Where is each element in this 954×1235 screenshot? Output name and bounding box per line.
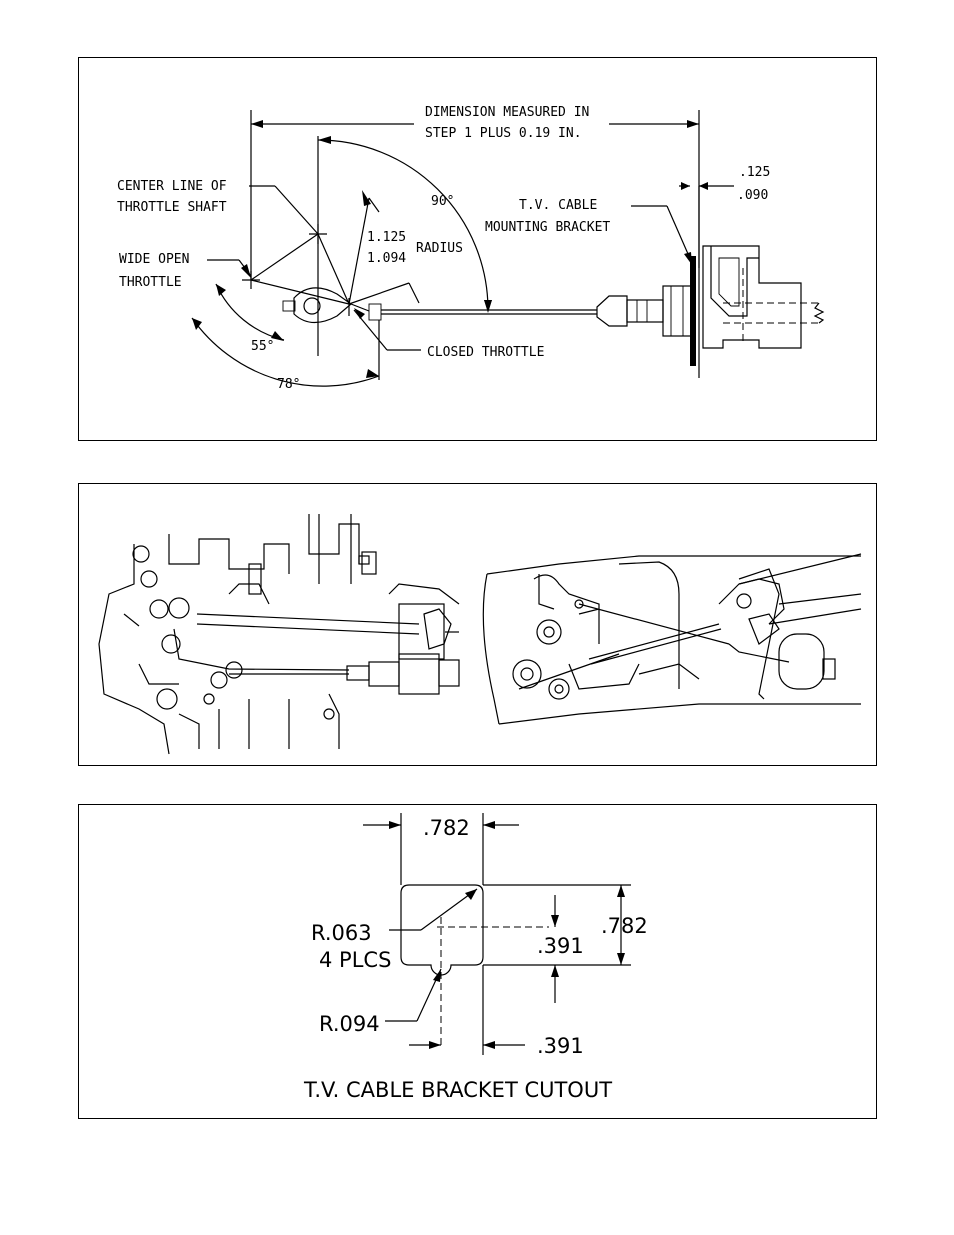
carburetor-illustrations (98, 514, 862, 755)
gap-lower-label: .090 (737, 188, 768, 203)
cutout-outline (400, 884, 484, 976)
cutout-caption: T.V. CABLE BRACKET CUTOUT (303, 1078, 612, 1102)
bracket-label-1: T.V. CABLE (519, 198, 597, 213)
arc-90 (317, 139, 489, 309)
throttle-lever (293, 287, 352, 324)
center-line-label-1: CENTER LINE OF (117, 179, 227, 194)
half-width-label: .391 (537, 1034, 584, 1058)
bracket-cutout-panel: .782 .782 .391 R.063 4 PLCS R.094 .391 T… (78, 804, 877, 1119)
radius-word-label: RADIUS (416, 241, 463, 256)
arc-55 (215, 283, 285, 341)
corner-radius-label: R.063 (311, 921, 372, 945)
angle-78-label: 78° (277, 377, 300, 392)
radius-lower-label: 1.094 (367, 251, 406, 266)
closed-throttle-label: CLOSED THROTTLE (427, 345, 544, 360)
bracket-body (702, 245, 802, 349)
arc-78 (191, 317, 380, 387)
wide-open-label-2: THROTTLE (119, 275, 182, 290)
throttle-shaft-hub (303, 297, 321, 315)
center-line-label-2: THROTTLE SHAFT (117, 200, 227, 215)
dimension-label-2: STEP 1 PLUS 0.19 IN. (425, 126, 582, 141)
carburetor-left-illustration (98, 514, 460, 755)
corner-count-label: 4 PLCS (319, 948, 391, 972)
gap-upper-label: .125 (739, 165, 770, 180)
width-top-label: .782 (423, 816, 470, 840)
throttle-geometry-panel: DIMENSION MEASURED IN STEP 1 PLUS 0.19 I… (78, 57, 877, 441)
half-height-label: .391 (537, 934, 584, 958)
center-line-leader-b (274, 185, 319, 235)
carburetor-illustrations-panel (78, 483, 877, 766)
mounting-bracket-plate (690, 256, 696, 366)
angle-90-label: 90° (431, 194, 454, 209)
height-right-label: .782 (601, 914, 648, 938)
angle-55-label: 55° (251, 339, 274, 354)
radius-upper-label: 1.125 (367, 230, 406, 245)
bracket-cutout-diagram: .782 .782 .391 R.063 4 PLCS R.094 .391 T… (303, 813, 648, 1102)
bracket-label-2: MOUNTING BRACKET (485, 220, 610, 235)
wide-open-label-1: WIDE OPEN (119, 252, 189, 267)
carburetor-right-illustration (482, 553, 862, 725)
throttle-geometry-diagram: DIMENSION MEASURED IN STEP 1 PLUS 0.19 I… (117, 105, 825, 392)
dimension-label-1: DIMENSION MEASURED IN (425, 105, 589, 120)
cable-fitting (596, 295, 628, 327)
notch-radius-label: R.094 (319, 1012, 380, 1036)
wide-open-radial (250, 279, 350, 305)
